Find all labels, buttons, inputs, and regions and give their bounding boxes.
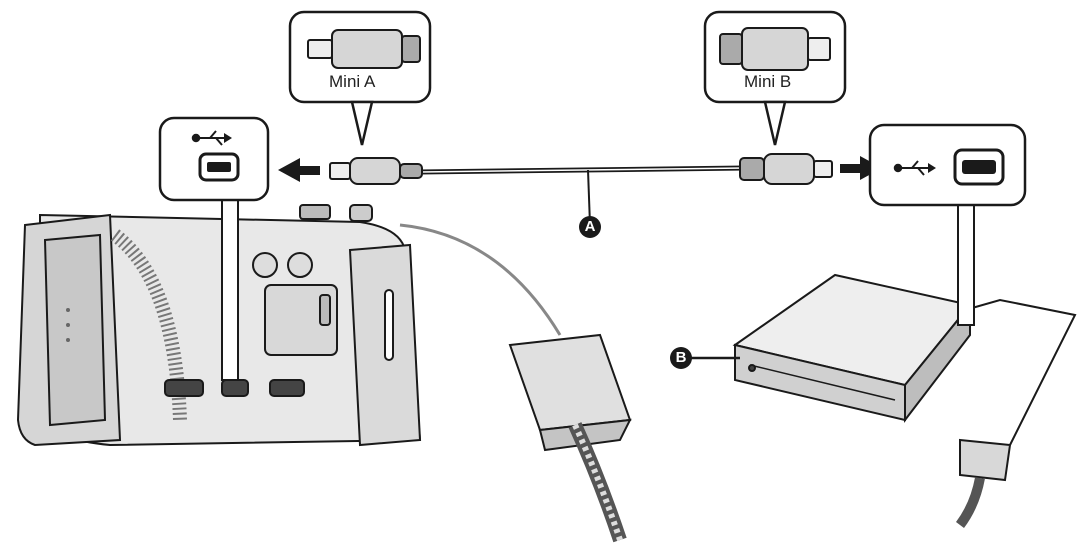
- camera-ac-adapter: [399, 223, 632, 543]
- usb-cable: [329, 153, 833, 226]
- usb-port-camera: [221, 379, 249, 397]
- camcorder: [16, 189, 422, 447]
- hdmi-port: [164, 379, 204, 397]
- usb-icon: [893, 160, 936, 176]
- camera-port-callout: [158, 116, 270, 202]
- mini-b-label: Mini B: [744, 72, 792, 91]
- usb-icon: [191, 130, 232, 146]
- mini-a-callout: [288, 10, 432, 146]
- cable-marker: A: [579, 216, 601, 238]
- av-port: [269, 379, 305, 397]
- drive-marker: B: [670, 347, 692, 369]
- mini-b-plug: [739, 153, 833, 185]
- mini-a-plug: [329, 157, 423, 185]
- mini-b-callout: [703, 10, 847, 146]
- mini-a-label: Mini A: [329, 72, 376, 91]
- drive-port-callout: [868, 123, 1027, 207]
- arrow-icon: [278, 158, 320, 182]
- dvd-drive: [732, 199, 1077, 528]
